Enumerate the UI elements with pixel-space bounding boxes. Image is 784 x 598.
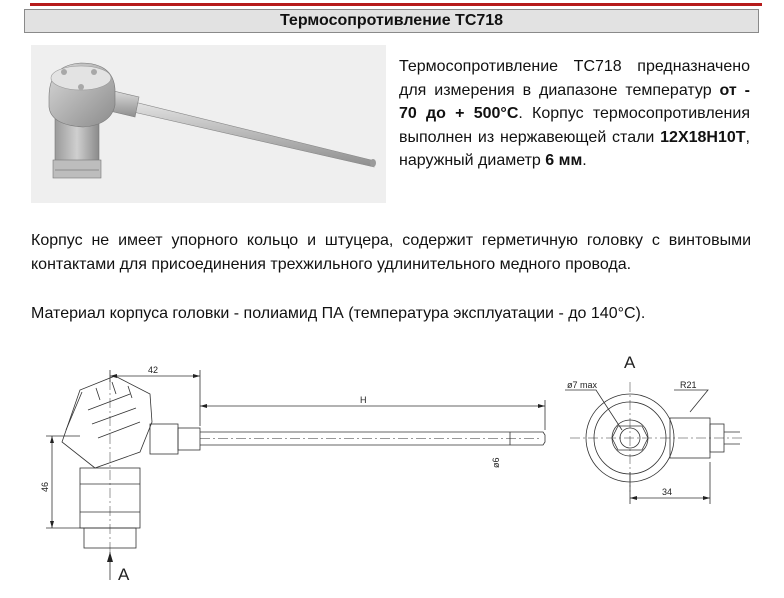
dim-d6-label: ø6	[491, 457, 501, 468]
top-rule	[30, 3, 762, 6]
page-title: Термосопротивление ТС718	[24, 9, 759, 33]
dim-42-label: 42	[148, 365, 158, 375]
dim-h-label: H	[360, 395, 367, 405]
dim-46-label: 46	[40, 482, 50, 492]
view-a-marker-bottom: A	[118, 565, 130, 584]
description-paragraph-1: Корпус не имеет упорного кольцо и штуцер…	[31, 232, 751, 273]
steel-grade: 12Х18Н10Т	[660, 128, 746, 146]
description-paragraph-2: Материал корпуса головки - полиамид ПА (…	[31, 305, 646, 322]
intro-paragraph: Термосопротивление ТС718 предназначено д…	[399, 55, 750, 173]
temperature-range: от - 70 до + 500°С	[399, 81, 751, 123]
intro-text-4: .	[582, 152, 587, 170]
view-a-marker-top: A	[624, 353, 636, 372]
technical-drawing: 42 H ø6 46 A A ø7 max R21 34	[40, 353, 745, 584]
dim-d7-label: ø7 max	[567, 380, 598, 390]
dim-r21-label: R21	[680, 380, 697, 390]
dim-34-label: 34	[662, 487, 672, 497]
intro-text-3: , наружный диаметр	[399, 128, 750, 170]
product-photo	[31, 45, 386, 203]
intro-text-2: . Корпус термосопротивления выполнен из …	[399, 105, 750, 146]
intro-text-1: Термосопротивление ТС718 предназначено д…	[399, 58, 750, 99]
outer-diameter: 6 мм	[545, 152, 583, 170]
